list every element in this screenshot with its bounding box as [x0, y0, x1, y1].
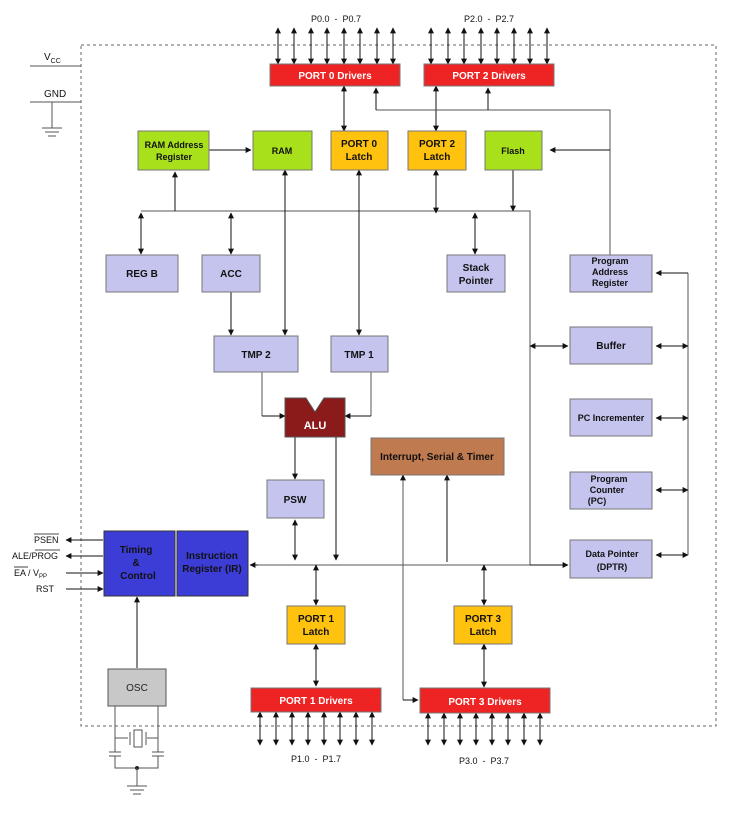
- ram-block: RAM: [252, 130, 313, 171]
- svg-text:Timing: Timing: [120, 545, 153, 556]
- svg-text:(PC): (PC): [588, 496, 607, 506]
- svg-text:ALU: ALU: [304, 420, 327, 432]
- alu-block: ALU: [284, 397, 346, 438]
- chip-boundary: [80, 44, 717, 727]
- tmp1-block: TMP 1: [330, 335, 389, 373]
- flash-block: Flash: [484, 130, 543, 171]
- ale-prog-label: ALE/PROG: [12, 549, 60, 561]
- acc-block: ACC: [201, 254, 261, 293]
- rst-label: RST: [36, 584, 55, 594]
- svg-text:PORT 1: PORT 1: [298, 614, 335, 625]
- svg-text:EA / VPP: EA / VPP: [14, 568, 47, 580]
- timing-control-block: Timing & Control: [103, 530, 176, 597]
- p1-pin-arrows: [257, 711, 375, 746]
- p1-range-label: P1.0 - P1.7: [291, 754, 341, 764]
- svg-text:Pointer: Pointer: [459, 276, 494, 287]
- p2-range-label: P2.0 - P2.7: [464, 14, 514, 24]
- interrupt-serial-timer-block: Interrupt, Serial & Timer: [370, 437, 505, 476]
- ground-symbol: [42, 102, 62, 137]
- reg-b-block: REG B: [105, 254, 179, 293]
- svg-text:Control: Control: [120, 571, 156, 582]
- pc-incrementer-block: PC Incrementer: [569, 398, 653, 437]
- svg-text:PORT 2: PORT 2: [419, 139, 456, 150]
- program-counter-block: Program Counter (PC): [569, 471, 653, 510]
- svg-text:Flash: Flash: [501, 146, 525, 156]
- p2-pin-arrows: [428, 27, 550, 65]
- p0-range-label: P0.0 - P0.7: [311, 14, 361, 24]
- gnd-label: GND: [44, 89, 66, 100]
- bus-lines: [65, 27, 689, 746]
- svg-text:ALE/PROG: ALE/PROG: [12, 551, 58, 561]
- svg-text:Latch: Latch: [303, 627, 330, 638]
- p0-pin-arrows: [275, 27, 396, 65]
- svg-text:ACC: ACC: [220, 269, 242, 280]
- svg-text:Program: Program: [590, 474, 627, 484]
- svg-text:(DPTR): (DPTR): [597, 562, 628, 572]
- port2-drivers-block: PORT 2 Drivers: [423, 63, 555, 87]
- ram-address-register-block: RAM Address Register: [137, 130, 210, 171]
- svg-text:Register: Register: [156, 152, 193, 162]
- svg-text:PORT 2 Drivers: PORT 2 Drivers: [452, 71, 526, 82]
- port0-latch-block: PORT 0 Latch: [330, 130, 389, 171]
- svg-text:Latch: Latch: [424, 152, 451, 163]
- svg-text:Data Pointer: Data Pointer: [585, 549, 639, 559]
- port1-drivers-block: PORT 1 Drivers: [250, 687, 382, 713]
- svg-text:PSEN: PSEN: [34, 535, 59, 545]
- svg-text:PORT 1 Drivers: PORT 1 Drivers: [279, 696, 353, 707]
- svg-text:Counter: Counter: [590, 485, 625, 495]
- svg-text:Interrupt, Serial & Timer: Interrupt, Serial & Timer: [380, 452, 494, 463]
- port1-latch-block: PORT 1 Latch: [286, 605, 346, 645]
- svg-text:RAM: RAM: [272, 146, 293, 156]
- svg-text:PORT 3: PORT 3: [465, 614, 502, 625]
- p3-range-label: P3.0 - P3.7: [459, 756, 509, 766]
- psw-block: PSW: [266, 479, 325, 519]
- port0-drivers-block: PORT 0 Drivers: [269, 63, 401, 87]
- svg-text:Program: Program: [591, 256, 628, 266]
- svg-text:&: &: [132, 558, 139, 569]
- svg-text:PSW: PSW: [284, 495, 307, 506]
- svg-text:TMP 2: TMP 2: [241, 350, 271, 361]
- stack-pointer-block: Stack Pointer: [446, 254, 506, 293]
- svg-text:Address: Address: [592, 267, 628, 277]
- port2-latch-block: PORT 2 Latch: [407, 130, 467, 171]
- svg-text:TMP 1: TMP 1: [344, 350, 374, 361]
- svg-text:Register: Register: [592, 278, 629, 288]
- data-pointer-block: Data Pointer (DPTR): [569, 539, 653, 579]
- osc-block: OSC: [107, 668, 167, 707]
- svg-text:OSC: OSC: [126, 683, 148, 694]
- vcc-label: VCC: [44, 52, 61, 65]
- svg-text:Buffer: Buffer: [596, 341, 626, 352]
- svg-text:Latch: Latch: [346, 152, 373, 163]
- svg-text:REG B: REG B: [126, 269, 158, 280]
- svg-text:PORT 3 Drivers: PORT 3 Drivers: [448, 697, 522, 708]
- buffer-block: Buffer: [569, 326, 653, 365]
- svg-text:Instruction: Instruction: [186, 551, 238, 562]
- svg-text:Latch: Latch: [470, 627, 497, 638]
- svg-text:Register (IR): Register (IR): [182, 564, 241, 575]
- port3-latch-block: PORT 3 Latch: [453, 605, 513, 645]
- psen-label: PSEN: [34, 533, 59, 545]
- svg-text:Stack: Stack: [463, 263, 490, 274]
- svg-text:PORT 0 Drivers: PORT 0 Drivers: [298, 71, 372, 82]
- svg-text:PORT 0: PORT 0: [341, 139, 378, 150]
- svg-text:RAM Address: RAM Address: [145, 140, 204, 150]
- svg-text:VCC: VCC: [44, 52, 61, 65]
- svg-text:PC Incrementer: PC Incrementer: [578, 413, 645, 423]
- port3-drivers-block: PORT 3 Drivers: [419, 687, 551, 714]
- tmp2-block: TMP 2: [213, 335, 299, 373]
- instruction-register-block: Instruction Register (IR): [176, 530, 249, 597]
- ea-vpp-label: EA / VPP: [14, 566, 47, 580]
- crystal-oscillator-circuit: [109, 706, 164, 795]
- p3-pin-arrows: [425, 712, 543, 746]
- program-address-register-block: Program Address Register: [569, 254, 653, 293]
